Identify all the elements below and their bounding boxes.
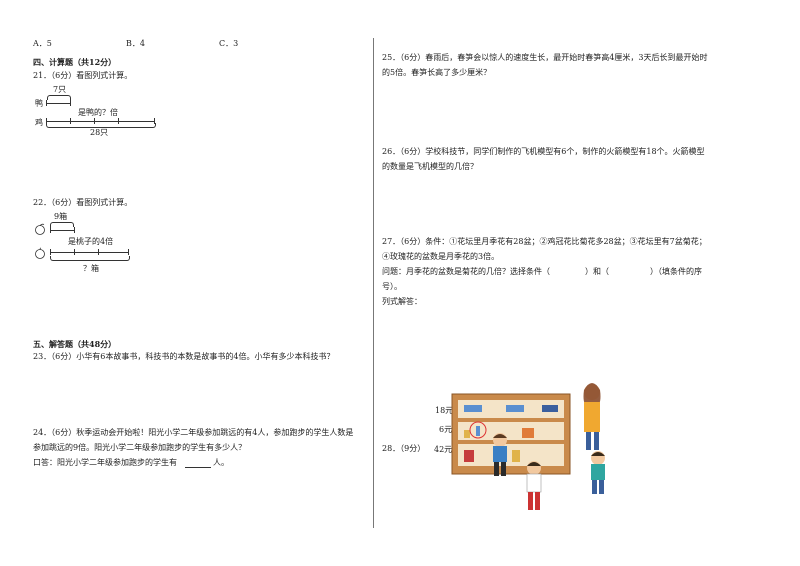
q24-line-2: 参加跳远的9倍。阳光小学二年级参加跑步的学生有多少人？: [33, 443, 247, 452]
q22-peach-bar: [50, 230, 74, 231]
q27-line-1: 27．（6分）条件：①花坛里月季花有28盆；②鸡冠花比菊花多28盆；③花坛里有7…: [382, 237, 707, 246]
q21-top-brace: [47, 95, 71, 100]
q28-price-top: 18元: [435, 406, 454, 415]
q21-chicken-tick: [70, 118, 71, 124]
q21-duck-tick: [70, 100, 71, 106]
q22-bottom-label: ？箱: [83, 264, 99, 273]
section-4-title: 四、计算题（共12分）: [33, 57, 117, 67]
q26-line-2: 的数量是飞机模型的几倍？: [382, 162, 478, 171]
q24-answer-suffix: 人。: [213, 458, 229, 467]
q25-line-2: 的5倍。春笋长高了多少厘米？: [382, 68, 492, 77]
q21-chicken-bar: [46, 121, 154, 122]
q22-apple-tick: [98, 249, 99, 255]
q24-answer-blank[interactable]: [185, 458, 211, 468]
q22-top-brace: [50, 222, 74, 227]
shop-shelf-illustration: [451, 383, 605, 510]
q23-text: 23．（6分）小华有6本故事书，科技书的本数是故事书的4倍。小华有多少本科技书？: [33, 352, 335, 361]
option-b: B．4: [126, 39, 145, 48]
q21-chicken-tick: [46, 118, 47, 124]
q27-question-b: ）和（: [585, 267, 609, 276]
q24-line-1: 24．（6分）秋季运动会开始啦！阳光小学二年级参加跳远的有4人，参加跑步的学生人…: [33, 428, 354, 437]
q21-text: 21．（6分）看图列式计算。: [33, 71, 133, 80]
q26-line-1: 26．（6分）学校科技节，同学们制作的飞机模型有6个，制作的火箭模型有18个。火…: [382, 147, 705, 156]
q27-line-4: 号）。: [382, 282, 402, 291]
q22-apple-tick: [128, 249, 129, 255]
q21-duck-label: 鸭: [35, 99, 43, 108]
q21-chicken-tick: [118, 118, 119, 124]
q22-apple-bar: [50, 252, 128, 253]
option-c: C．3: [219, 39, 239, 48]
q21-chicken-label: 鸡: [35, 118, 43, 127]
q22-text: 22．（6分）看图列式计算。: [33, 198, 133, 207]
q22-peach-tick: [74, 227, 75, 233]
peach-icon: [35, 223, 45, 235]
option-a: A．5: [33, 39, 52, 48]
q22-peach-tick: [50, 227, 51, 233]
q21-top-label: 7只: [53, 85, 67, 94]
q28-price-bottom: 42元: [434, 445, 453, 454]
column-divider: [373, 38, 374, 528]
q27-question-c: ）（填条件的序: [650, 267, 702, 276]
q21-chicken-tick: [94, 118, 95, 124]
q21-bottom-brace: [46, 123, 156, 128]
q21-bottom-label: 28只: [90, 128, 109, 137]
q22-top-label: 9箱: [54, 212, 68, 221]
q27-line-5: 列式解答：: [382, 297, 422, 306]
q22-apple-tick: [50, 249, 51, 255]
section-5-title: 五、解答题（共48分）: [33, 339, 117, 349]
apple-icon: [35, 247, 45, 259]
q28-text: 28．（9分）: [382, 444, 426, 453]
q22-bottom-brace: [50, 256, 130, 261]
q22-apple-tick: [74, 249, 75, 255]
q27-line-2: ④玫瑰花的盆数是月季花的3倍。: [382, 252, 500, 261]
q21-chicken-tick: [154, 118, 155, 124]
q21-duck-bar: [46, 103, 70, 104]
q22-mid-label: 是桃子的4倍: [68, 237, 114, 246]
q25-line-1: 25．（6分）春雨后，春笋会以惊人的速度生长，最开始时春笋高4厘米，3天后长到最…: [382, 53, 708, 62]
q28-price-mid: 6元: [439, 425, 453, 434]
q21-mid-label: 是鸭的？倍: [78, 108, 118, 117]
q24-answer-prefix: 口答：阳光小学二年级参加跑步的学生有: [33, 458, 177, 467]
q27-question-a: 问题：月季花的盆数是菊花的几倍？选择条件（: [382, 267, 550, 276]
q21-duck-tick: [46, 100, 47, 106]
